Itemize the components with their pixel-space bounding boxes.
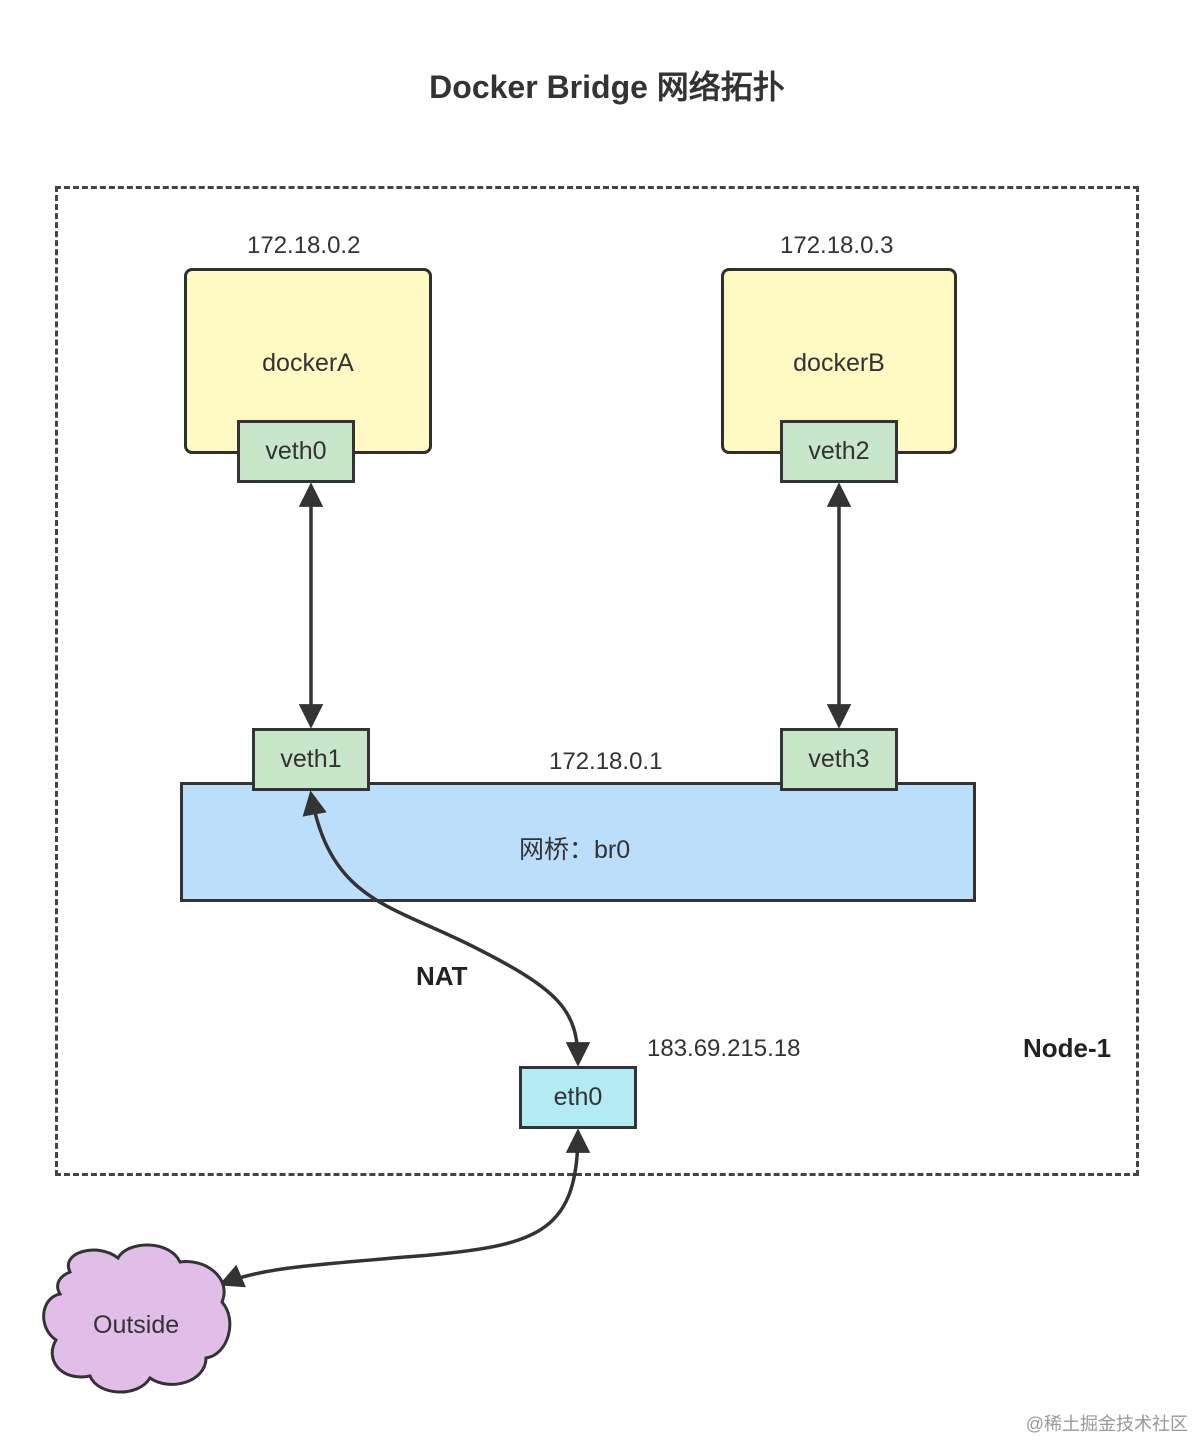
docker-b-ip: 172.18.0.3 — [780, 232, 894, 259]
veth1-interface: veth1 — [252, 728, 370, 791]
docker-b-label: dockerB — [793, 349, 885, 377]
outside-cloud-shape — [42, 1243, 232, 1394]
node-label: Node-1 — [1023, 1033, 1112, 1063]
docker-a-ip: 172.18.0.2 — [247, 232, 361, 259]
eth0-label: eth0 — [553, 1083, 603, 1111]
veth3-label: veth3 — [808, 745, 870, 773]
veth1-label: veth1 — [280, 745, 342, 773]
veth0-label: veth0 — [265, 437, 327, 465]
veth3-interface: veth3 — [780, 728, 898, 791]
diagram-title: Docker Bridge 网络拓扑 — [429, 69, 785, 105]
node-boundary — [55, 186, 1139, 1176]
link-veth1-eth0 — [302, 790, 591, 1067]
docker-a-label: dockerA — [262, 349, 354, 377]
eth0-ip: 183.69.215.18 — [647, 1035, 801, 1062]
footer-watermark-text: @稀土掘金技术社区 — [1025, 1414, 1188, 1434]
eth0-interface: eth0 — [519, 1066, 637, 1129]
link-eth0-outside — [218, 1128, 591, 1288]
veth0-interface: veth0 — [237, 420, 355, 483]
bridge-ip: 172.18.0.1 — [549, 748, 663, 775]
veth2-label: veth2 — [808, 437, 870, 465]
outside-label: Outside — [93, 1311, 180, 1339]
veth2-interface: veth2 — [780, 420, 898, 483]
